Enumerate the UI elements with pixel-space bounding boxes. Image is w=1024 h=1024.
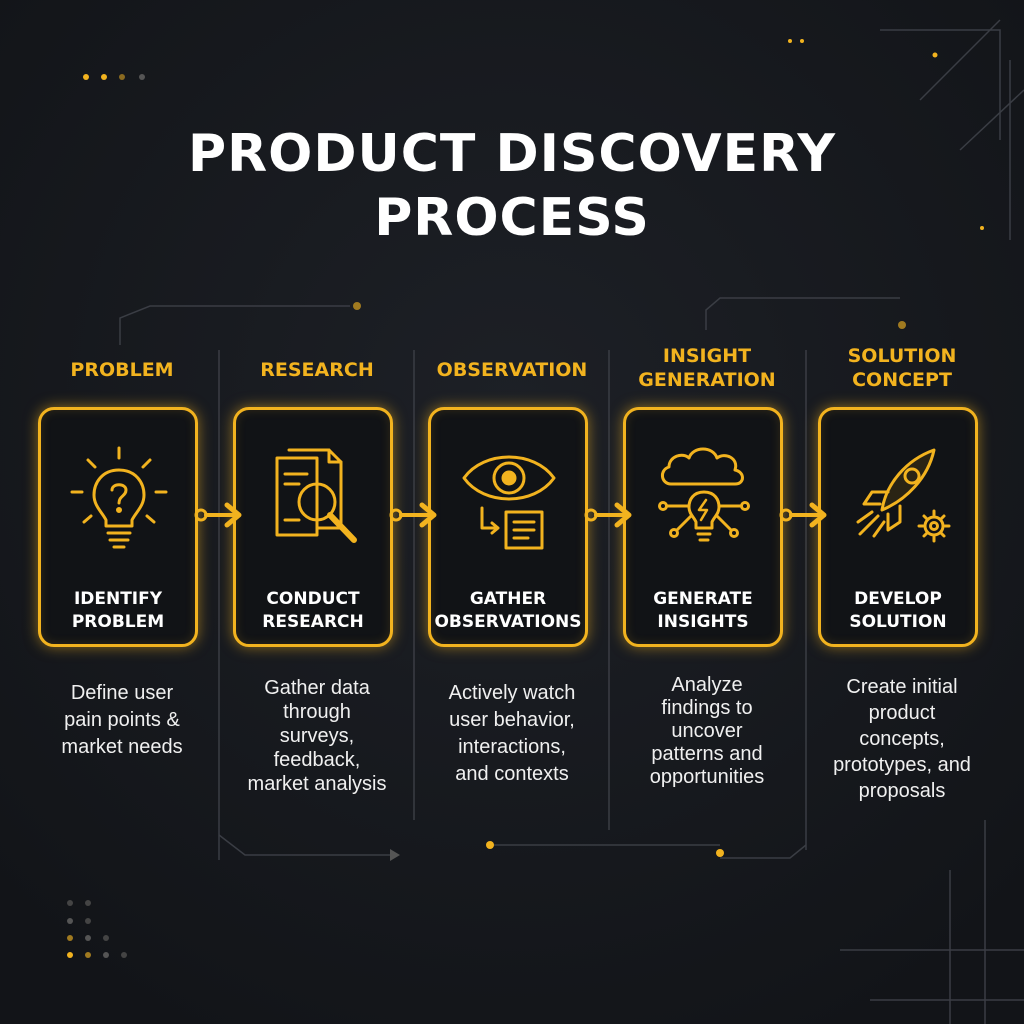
title-line: PRODUCT DISCOVERY (187, 124, 837, 184)
step-observation: OBSERVATION GATHER OBSERVATIONS Actively… (414, 0, 610, 1024)
step-title-line: GENERATE (653, 589, 753, 609)
step-research: RESEARCH CONDUCT RESEARCH Gather data th… (219, 0, 415, 1024)
step-description: Define user pain points & market needs (24, 680, 220, 761)
desc-line: Define user (70, 682, 174, 704)
bottom-arrowhead (390, 849, 400, 861)
cloud-bulb-network-icon (658, 447, 750, 542)
desc-line: opportunities (649, 766, 765, 788)
flow-arrow-icon (194, 502, 242, 528)
desc-line: interactions, (458, 736, 566, 758)
step-card[interactable]: GATHER OBSERVATIONS (428, 407, 588, 647)
step-title-line: RESEARCH (262, 612, 364, 632)
bottom-left-dots (67, 900, 127, 958)
step-label-line: CONCEPT (852, 369, 952, 391)
step-problem: PROBLEM IDENTIFY PROBLEM Define user pai… (24, 0, 220, 1024)
lightbulb-question-icon (70, 446, 168, 549)
title-line: PROCESS (374, 188, 650, 248)
step-label: RESEARCH (219, 358, 415, 382)
desc-line: prototypes, and (833, 754, 971, 776)
step-label: OBSERVATION (414, 358, 610, 382)
top-connectors (119, 297, 900, 345)
step-card[interactable]: CONDUCT RESEARCH (233, 407, 393, 647)
rocket-gear-icon (856, 448, 951, 543)
step-title: DEVELOP SOLUTION (821, 588, 975, 634)
step-description: Gather data through surveys, feedback, m… (219, 676, 415, 796)
top-right-lines (880, 19, 1024, 240)
step-insight-generation: INSIGHT GENERATION GENERATE INSIGHTS Ana… (609, 0, 805, 1024)
step-description: Create initial product concepts, prototy… (804, 674, 1000, 804)
step-title-line: PROBLEM (71, 612, 165, 632)
desc-line: market needs (61, 736, 183, 758)
step-card[interactable]: IDENTIFY PROBLEM (38, 407, 198, 647)
desc-line: Create initial (846, 676, 958, 698)
step-title: GATHER OBSERVATIONS (431, 588, 585, 634)
desc-line: Actively watch (448, 682, 576, 704)
desc-line: concepts, (859, 728, 945, 750)
step-title-line: INSIGHTS (657, 612, 749, 632)
desc-line: through (283, 701, 351, 723)
desc-line: and contexts (455, 763, 569, 785)
page-title: PRODUCT DISCOVERY PROCESS (0, 122, 1024, 250)
step-description: Analyze findings to uncover patterns and… (609, 674, 805, 789)
flow-arrow-icon (584, 502, 632, 528)
top-right-dots (788, 39, 984, 230)
step-title: GENERATE INSIGHTS (626, 588, 780, 634)
documents-magnifier-icon (275, 448, 357, 543)
desc-line: findings to (661, 697, 753, 719)
top-left-dots (83, 74, 145, 80)
step-title: CONDUCT RESEARCH (236, 588, 390, 634)
step-title-line: SOLUTION (849, 612, 947, 632)
desc-line: proposals (858, 780, 946, 802)
desc-line: user behavior, (449, 709, 575, 731)
desc-line: patterns and (651, 743, 763, 765)
step-label-line: RESEARCH (260, 359, 374, 381)
step-title-line: DEVELOP (854, 589, 942, 609)
desc-line: market analysis (247, 773, 387, 795)
bottom-right-lines (840, 820, 1024, 1024)
step-title-line: IDENTIFY (73, 589, 163, 609)
desc-line: pain points & (64, 709, 180, 731)
step-label: PROBLEM (24, 358, 220, 382)
step-label-line: GENERATION (638, 369, 776, 391)
step-title: IDENTIFY PROBLEM (41, 588, 195, 634)
step-label-line: INSIGHT (662, 345, 752, 367)
step-label-line: OBSERVATION (436, 359, 588, 381)
column-dividers (218, 350, 807, 860)
step-title-line: CONDUCT (266, 589, 360, 609)
step-title-line: OBSERVATIONS (434, 612, 582, 632)
step-card[interactable]: DEVELOP SOLUTION (818, 407, 978, 647)
desc-line: Gather data (264, 677, 370, 699)
flow-arrow-icon (389, 502, 437, 528)
step-solution-concept: SOLUTION CONCEPT DEVELOP SOLUTION (804, 0, 1000, 1024)
desc-line: surveys, (279, 725, 355, 747)
top-connector-dots (353, 302, 906, 329)
desc-line: product (868, 702, 936, 724)
desc-line: Analyze (671, 674, 743, 696)
desc-line: feedback, (273, 749, 361, 771)
step-label-line: PROBLEM (70, 359, 174, 381)
bottom-connector-dots (486, 841, 724, 857)
step-title-line: GATHER (469, 589, 547, 609)
bottom-connectors (218, 834, 807, 859)
step-label: INSIGHT GENERATION (609, 344, 805, 392)
step-label-line: SOLUTION (847, 345, 957, 367)
step-card[interactable]: GENERATE INSIGHTS (623, 407, 783, 647)
step-description: Actively watch user behavior, interactio… (414, 680, 610, 788)
desc-line: uncover (671, 720, 743, 742)
flow-arrow-icon (779, 502, 827, 528)
step-label: SOLUTION CONCEPT (804, 344, 1000, 392)
eye-notes-icon (462, 455, 556, 550)
